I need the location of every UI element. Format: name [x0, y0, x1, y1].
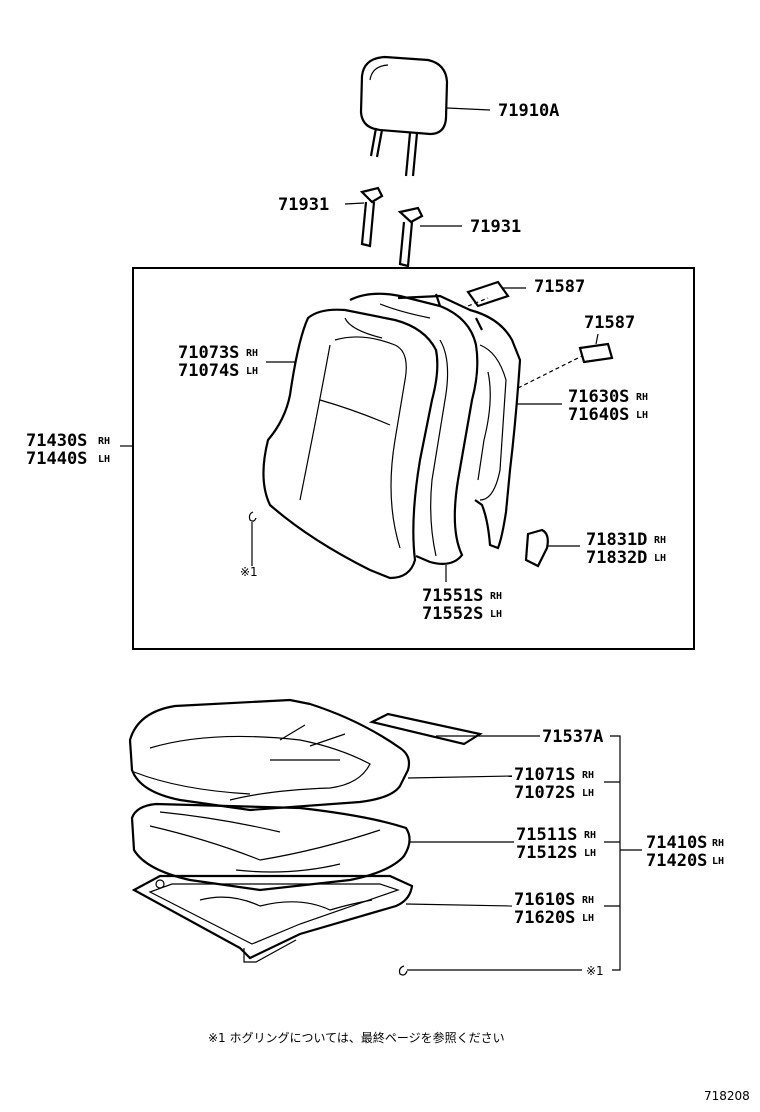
- leader-support-left: [344, 202, 365, 205]
- back-frame-suffix: RH: [636, 392, 648, 403]
- cushion-cover-part-number-2: 71072S: [514, 783, 575, 803]
- back-cover-plate-part-number: 71831D: [586, 530, 647, 550]
- footnote: ※1 ホグリングについては、最終ページを参照ください: [208, 1030, 505, 1045]
- hog-ring-back-mark: ※1: [240, 565, 258, 579]
- cushion-cover-suffix-2: LH: [582, 788, 594, 799]
- back-cover-plate-suffix: RH: [654, 535, 666, 546]
- cushion-frame-part-number-2: 71620S: [514, 908, 575, 928]
- cushion-cover-part-number: 71071S: [514, 765, 575, 785]
- back-label-1-drawing: [466, 280, 510, 308]
- back-assembly-box: [132, 267, 695, 650]
- back-cover-plate-part-number-2: 71832D: [586, 548, 647, 568]
- cushion-frame-suffix: RH: [582, 895, 594, 906]
- back-frame-part-number-2: 71640S: [568, 405, 629, 425]
- support-right-part-number: 71931: [470, 217, 521, 237]
- back-cover-suffix-2: LH: [246, 366, 258, 377]
- support-right-drawing: [397, 206, 424, 268]
- back-assembly-part-number: 71430S: [26, 431, 87, 451]
- back-assembly-suffix: RH: [98, 436, 110, 447]
- support-left-drawing: [359, 186, 384, 248]
- cushion-frame-part-number: 71610S: [514, 890, 575, 910]
- back-cover-drawing: [262, 308, 439, 580]
- headrest-part-number: 71910A: [498, 101, 559, 121]
- back-cover-plate-drawing: [524, 528, 549, 568]
- cushion-assembly-suffix-2: LH: [712, 856, 724, 867]
- cushion-assembly-part-number-2: 71420S: [646, 851, 707, 871]
- leader-cushion-frame: [405, 903, 513, 907]
- back-cover-suffix: RH: [246, 348, 258, 359]
- cushion-pad-suffix-2: LH: [584, 848, 596, 859]
- back-pad-drawing: [349, 292, 479, 565]
- back-assembly-suffix-2: LH: [98, 454, 110, 465]
- back-frame-drawing: [397, 293, 522, 550]
- hog-ring-back-drawing: [248, 511, 257, 522]
- cushion-assembly-bracket: [604, 735, 642, 971]
- back-cover-plate-suffix-2: LH: [654, 553, 666, 564]
- cushion-frame-drawing: [131, 874, 414, 963]
- back-label-2-drawing: [578, 342, 614, 364]
- back-label-2-part-number: 71587: [584, 313, 635, 333]
- cushion-pad-suffix: RH: [584, 830, 596, 841]
- back-cover-part-number: 71073S: [178, 343, 239, 363]
- leader-back-label-2: [595, 333, 599, 345]
- back-pad-suffix-2: LH: [490, 609, 502, 620]
- label-2-dashed-guide: [517, 355, 583, 389]
- hog-ring-cushion-drawing: [398, 965, 408, 976]
- cushion-assembly-suffix: RH: [712, 838, 724, 849]
- cushion-assembly-part-number: 71410S: [646, 833, 707, 853]
- headrest-drawing: [359, 55, 449, 177]
- back-pad-part-number: 71551S: [422, 586, 483, 606]
- back-label-1-part-number: 71587: [534, 277, 585, 297]
- cushion-label-part-number: 71537A: [542, 727, 603, 747]
- hog-ring-cushion-mark: ※1: [586, 964, 604, 978]
- leader-cushion-cover: [407, 775, 513, 779]
- leader-headrest: [446, 107, 491, 111]
- support-left-part-number: 71931: [278, 195, 329, 215]
- figure-reference: 718208: [704, 1089, 750, 1103]
- cushion-cover-suffix: RH: [582, 770, 594, 781]
- back-pad-part-number-2: 71552S: [422, 604, 483, 624]
- back-pad-suffix: RH: [490, 591, 502, 602]
- cushion-pad-part-number: 71511S: [516, 825, 577, 845]
- back-frame-part-number: 71630S: [568, 387, 629, 407]
- back-cover-part-number-2: 71074S: [178, 361, 239, 381]
- cushion-frame-suffix-2: LH: [582, 913, 594, 924]
- cushion-cover-drawing: [128, 698, 411, 812]
- back-assembly-part-number-2: 71440S: [26, 449, 87, 469]
- cushion-pad-part-number-2: 71512S: [516, 843, 577, 863]
- cushion-label-drawing: [368, 712, 483, 746]
- back-frame-suffix-2: LH: [636, 410, 648, 421]
